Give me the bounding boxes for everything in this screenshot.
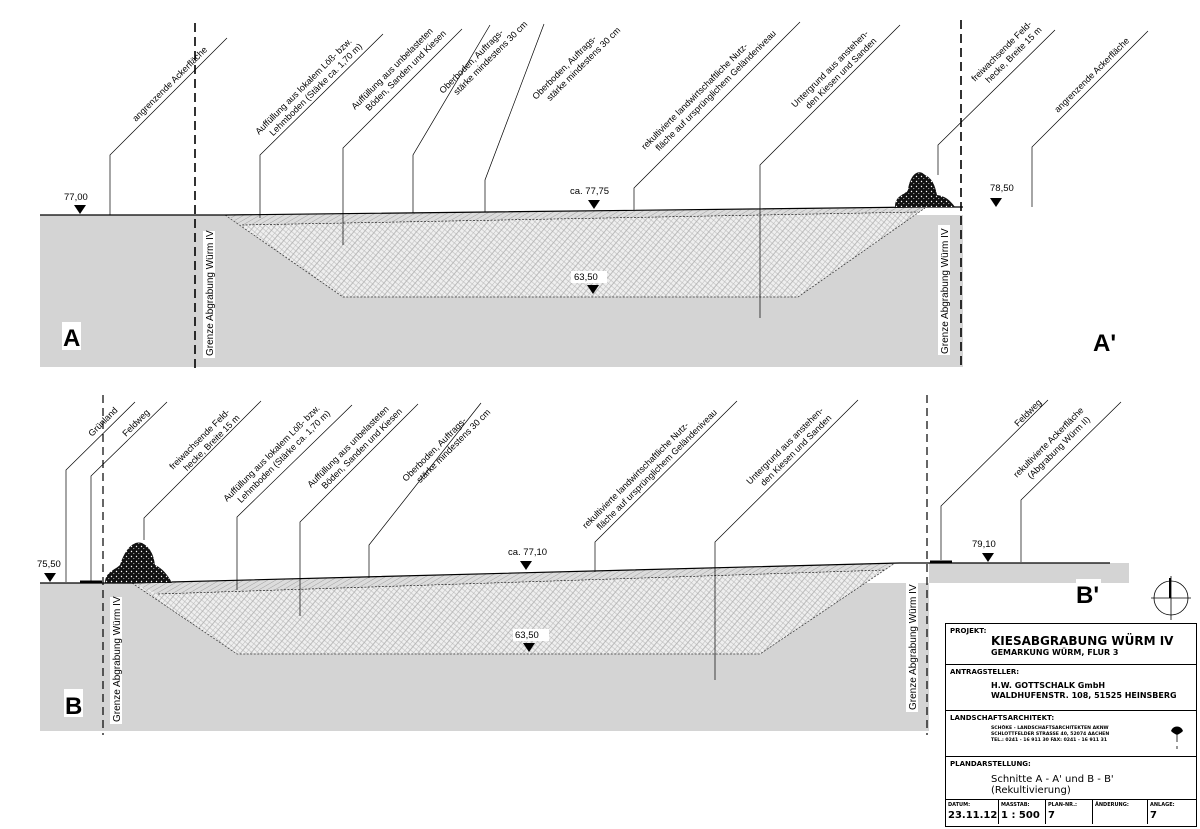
- architect-line3: TEL.: 0241 - 16 911 30 FAX: 0241 - 16 91…: [991, 738, 1108, 743]
- annotation-text: rekultivierte landwirtschaftliche Nutz-f…: [580, 400, 719, 539]
- section-b: [40, 395, 1129, 735]
- footer-cell-scale: MASSTAB:1 : 500: [999, 800, 1046, 824]
- title-block: PROJEKT: KIESABGRABUNG WÜRM IV GEMARKUNG…: [945, 623, 1197, 827]
- elevation-marker-icon: [523, 643, 535, 652]
- hedge-icon: [895, 172, 955, 207]
- annotation-text: Oberboden, Auftrags-stärke mindestens 30…: [437, 11, 529, 103]
- section-a: [40, 20, 1149, 370]
- annotation-text: Oberboden, Auftrags-stärke mindestens 30…: [400, 399, 492, 491]
- elevation-marker-icon: [520, 561, 532, 570]
- title-block-applicant: ANTRAGSTELLER: H.W. GOTTSCHALK GmbH WALD…: [946, 665, 1196, 711]
- elevation-marker-icon: [44, 573, 56, 582]
- applicant-label: ANTRAGSTELLER:: [950, 668, 1020, 676]
- footer-cell-plan-nr: PLAN-NR.:7: [1046, 800, 1093, 824]
- section-label-end: B': [1076, 582, 1099, 609]
- annotation-text: angrenzende Ackerfläche: [130, 45, 209, 124]
- project-title: KIESABGRABUNG WÜRM IV: [991, 634, 1174, 648]
- applicant-address: WALDHUFENSTR. 108, 51525 HEINSBERG: [991, 691, 1177, 700]
- architect-label: LANDSCHAFTSARCHITEKT:: [950, 714, 1055, 722]
- north-arrow-icon: [1151, 576, 1191, 620]
- section-label-start: B: [65, 693, 82, 720]
- elevation-marker-icon: [588, 200, 600, 209]
- footer-cell-attachment: ANLAGE:7: [1150, 802, 1175, 821]
- plan-label: PLANDARSTELLUNG:: [950, 760, 1031, 768]
- annotation-text: Oberboden, Auftrags-stärke mindestens 30…: [530, 17, 622, 109]
- boundary-label: Grenze Abgrabung Würm IV: [908, 584, 919, 710]
- annotation-text: rekultivierte landwirtschaftliche Nutz-f…: [639, 21, 778, 160]
- annotation-text: freiwachsende Feld-hecke, Breite 15 m: [969, 17, 1043, 91]
- plan-title: Schnitte A - A' und B - B' (Rekultivieru…: [991, 774, 1114, 796]
- section-label-start: A: [63, 325, 80, 352]
- elevation-marker-icon: [990, 198, 1002, 207]
- fill-body-a: [225, 208, 925, 297]
- title-block-architect: LANDSCHAFTSARCHITEKT: SCHÖKE - LANDSCHAF…: [946, 711, 1196, 757]
- architect-line1: SCHÖKE - LANDSCHAFTSARCHITEKTEN AKNW: [991, 726, 1109, 731]
- title-block-project: PROJEKT: KIESABGRABUNG WÜRM IV GEMARKUNG…: [946, 624, 1196, 665]
- ginkgo-logo-icon: [1171, 726, 1183, 749]
- project-label: PROJEKT:: [950, 627, 987, 635]
- footer-cell-date: DATUM:23.11.12: [946, 800, 999, 824]
- elevation-marker-icon: [74, 205, 86, 214]
- annotation-text: Feldweg: [1012, 397, 1043, 428]
- title-block-plan: PLANDARSTELLUNG: Schnitte A - A' und B -…: [946, 757, 1196, 800]
- topsoil-layer-a: [225, 208, 925, 225]
- project-subtitle: GEMARKUNG WÜRM, FLUR 3: [991, 648, 1119, 657]
- elevation-label: 63,50: [574, 272, 598, 283]
- architect-line2: SCHLOTTFELDER STRASSE 40, 52074 AACHEN: [991, 732, 1110, 737]
- annotation-text: angrenzende Ackerfläche: [1052, 36, 1131, 115]
- title-block-footer: DATUM:23.11.12 MASSTAB:1 : 500 PLAN-NR.:…: [946, 800, 1196, 824]
- applicant-name: H.W. GOTTSCHALK GmbH: [991, 681, 1106, 690]
- footer-cell-change: ÄNDERUNG:: [1093, 800, 1148, 824]
- elevation-label: ca. 77,10: [508, 547, 547, 558]
- annotation-text: Untergrund aus anstehen-den Kiesen und S…: [744, 405, 833, 494]
- annotation-text: Untergrund aus anstehen-den Kiesen und S…: [789, 28, 878, 117]
- boundary-label: Grenze Abgrabung Würm IV: [112, 596, 123, 722]
- hedge-icon: [105, 542, 172, 583]
- elevation-label: ca. 77,75: [570, 186, 609, 197]
- elevation-label: 79,10: [972, 539, 996, 550]
- section-label-end: A': [1093, 330, 1116, 357]
- elevation-marker-icon: [982, 553, 994, 562]
- topsoil-layer-b: [132, 563, 895, 594]
- boundary-label: Grenze Abgrabung Würm IV: [205, 230, 216, 356]
- elevation-label: 78,50: [990, 183, 1014, 194]
- elevation-label: 77,00: [64, 192, 88, 203]
- annotation-text: Auffüllung aus unbelastetenBöden, Sanden…: [349, 20, 448, 119]
- annotation-text: Auffüllung aus lokalem Löß- bzw.Lehmbode…: [253, 33, 364, 144]
- elevation-label: 75,50: [37, 559, 61, 570]
- elevation-label: 63,50: [515, 630, 539, 641]
- boundary-label: Grenze Abgrabung Würm IV: [940, 228, 951, 354]
- annotation-text: freiwachsende Feld-hecke, Breite 15 m: [167, 405, 241, 479]
- elevation-marker-icon: [587, 285, 599, 294]
